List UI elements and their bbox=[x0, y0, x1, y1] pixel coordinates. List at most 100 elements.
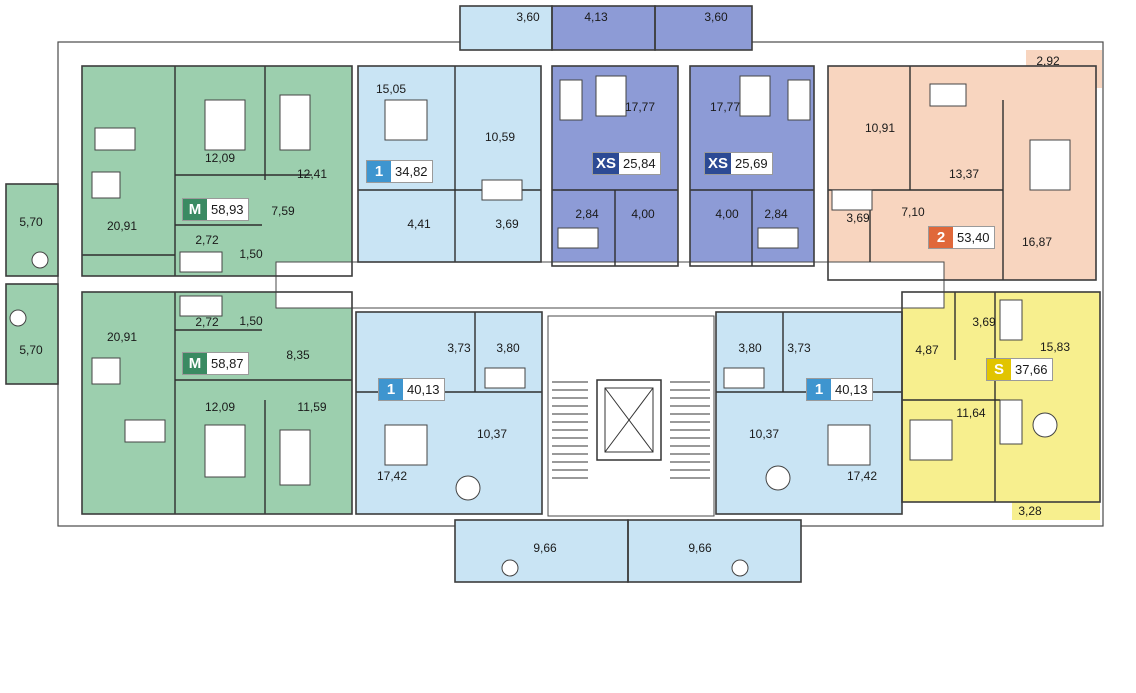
bed-br bbox=[827, 424, 871, 466]
room-area: 8,35 bbox=[286, 348, 310, 362]
room-area: 2,84 bbox=[575, 207, 599, 221]
room-area: 10,59 bbox=[484, 130, 516, 144]
room-area: 2,72 bbox=[195, 233, 219, 247]
table-br-round bbox=[765, 465, 791, 491]
room-area: 7,59 bbox=[271, 204, 295, 218]
room-area: 15,83 bbox=[1039, 340, 1071, 354]
elevator-shaft bbox=[596, 379, 662, 461]
apartment-type: S bbox=[987, 359, 1011, 380]
one-top-loggia-fill bbox=[460, 6, 552, 50]
stair-left bbox=[552, 381, 588, 479]
apartment-tag[interactable]: XS 25,69 bbox=[704, 152, 773, 175]
apartment-type: 1 bbox=[379, 379, 403, 400]
one-bl-loggia-fill bbox=[455, 520, 628, 582]
room-area: 2,92 bbox=[1036, 54, 1060, 68]
sofa-two bbox=[929, 83, 967, 107]
room-area: 4,41 bbox=[407, 217, 431, 231]
room-area: 12,41 bbox=[296, 167, 328, 181]
bed-bl bbox=[384, 424, 428, 466]
bed-mb2 bbox=[279, 429, 311, 486]
apartment-tag[interactable]: M 58,93 bbox=[182, 198, 249, 221]
elevator-car bbox=[604, 387, 654, 453]
bath-xsr bbox=[757, 227, 799, 249]
bed-mt1 bbox=[204, 99, 246, 151]
bed-mt2 bbox=[279, 94, 311, 151]
stair-core bbox=[547, 315, 715, 517]
room-area: 10,37 bbox=[748, 427, 780, 441]
room-area: 11,64 bbox=[956, 406, 986, 420]
sofa-mb bbox=[124, 419, 166, 443]
chair-balc-2 bbox=[9, 309, 27, 327]
room-area: 17,77 bbox=[624, 100, 656, 114]
apartment-area: 40,13 bbox=[407, 382, 440, 397]
sofa-s bbox=[999, 399, 1023, 445]
room-area: 4,87 bbox=[915, 343, 939, 357]
sofa-mt bbox=[94, 127, 136, 151]
room-area: 1,50 bbox=[239, 314, 263, 328]
apartment-tag[interactable]: 2 53,40 bbox=[928, 226, 995, 249]
apartment-type: XS bbox=[705, 153, 732, 174]
apartment-tag[interactable]: XS 25,84 bbox=[592, 152, 661, 175]
room-area: 3,80 bbox=[738, 341, 762, 355]
apartment-area: 53,40 bbox=[957, 230, 990, 245]
furniture bbox=[9, 75, 1071, 577]
apartment-tag[interactable]: S 37,66 bbox=[986, 358, 1053, 381]
apartment-type: M bbox=[183, 199, 207, 220]
one-br-loggia-fill bbox=[628, 520, 801, 582]
apartment-area: 58,87 bbox=[211, 356, 244, 371]
room-area: 16,87 bbox=[1021, 235, 1053, 249]
room-area: 10,37 bbox=[476, 427, 508, 441]
chair-balc-1 bbox=[31, 251, 49, 269]
bath-xsl bbox=[557, 227, 599, 249]
room-area: 17,42 bbox=[846, 469, 878, 483]
room-area: 4,13 bbox=[584, 10, 608, 24]
apartment-area: 25,84 bbox=[623, 156, 656, 171]
room-area: 3,60 bbox=[704, 10, 728, 24]
apartment-type: M bbox=[183, 353, 207, 374]
room-area: 17,42 bbox=[376, 469, 408, 483]
room-area: 3,69 bbox=[495, 217, 519, 231]
bath-bl bbox=[484, 367, 526, 389]
bath-o1 bbox=[481, 179, 523, 201]
xs-right-loggia-fill bbox=[655, 6, 752, 50]
sofa-xsr bbox=[787, 79, 811, 121]
bed-o1 bbox=[384, 99, 428, 141]
room-area: 4,00 bbox=[631, 207, 655, 221]
table-mt bbox=[91, 171, 121, 199]
m-bottom-balcony-fill bbox=[6, 284, 58, 384]
room-area: 4,00 bbox=[715, 207, 739, 221]
room-area: 15,05 bbox=[375, 82, 407, 96]
apartment-tag[interactable]: 1 34,82 bbox=[366, 160, 433, 183]
sofa-xsl bbox=[559, 79, 583, 121]
bath-br bbox=[723, 367, 765, 389]
bath-s bbox=[999, 299, 1023, 341]
room-area: 3,60 bbox=[516, 10, 540, 24]
room-area: 3,73 bbox=[447, 341, 471, 355]
room-area: 3,69 bbox=[972, 315, 996, 329]
table-bl-round bbox=[455, 475, 481, 501]
stair-right bbox=[670, 381, 710, 479]
bed-two bbox=[1029, 139, 1071, 191]
bath-two bbox=[831, 189, 873, 211]
apartment-type: 2 bbox=[929, 227, 953, 248]
apartment-tag[interactable]: 1 40,13 bbox=[378, 378, 445, 401]
apartment-area: 58,93 bbox=[211, 202, 244, 217]
apartment-area: 40,13 bbox=[835, 382, 868, 397]
room-area: 12,09 bbox=[204, 400, 236, 414]
room-area: 11,59 bbox=[297, 400, 327, 414]
table-mb bbox=[91, 357, 121, 385]
xs-left-loggia-fill bbox=[552, 6, 655, 50]
apartment-tag[interactable]: M 58,87 bbox=[182, 352, 249, 375]
room-area: 3,69 bbox=[846, 211, 870, 225]
bed-s bbox=[909, 419, 953, 461]
apartment-tag[interactable]: 1 40,13 bbox=[806, 378, 873, 401]
two-loggia-fill bbox=[1026, 50, 1102, 88]
apartment-area: 37,66 bbox=[1015, 362, 1048, 377]
s-balcony-fill bbox=[1012, 480, 1100, 520]
one-bl-fill bbox=[356, 312, 542, 514]
corridor bbox=[275, 261, 945, 309]
room-area: 2,84 bbox=[764, 207, 788, 221]
room-area: 10,91 bbox=[864, 121, 896, 135]
